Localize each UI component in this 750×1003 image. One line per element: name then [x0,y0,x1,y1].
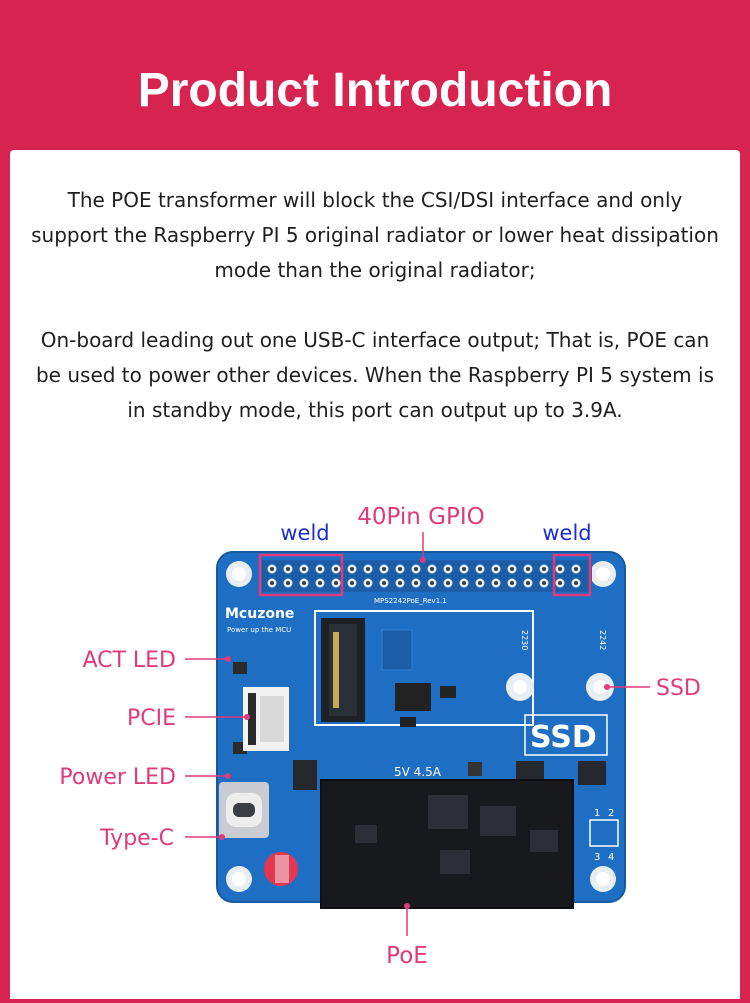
gpio-pin-center [398,567,402,571]
gpio-pin-center [558,581,562,585]
page-title: Product Introduction [137,64,613,117]
gpio-pin-center [318,567,322,571]
pcie-connector [243,687,289,751]
gpio-pin-center [382,581,386,585]
gpio-header [262,560,592,592]
gpio-pin-center [462,581,466,585]
gpio-pin-center [398,581,402,585]
gpio-pin-center [574,581,578,585]
callout-weld-left: weld [280,521,329,545]
gpio-pin-center [382,567,386,571]
callout-weld-right: weld [542,521,591,545]
weld-box-right [552,553,592,597]
ssd-size-2230: 2230 [520,630,529,650]
gpio-pin-center [302,567,306,571]
gpio-pin-center [542,581,546,585]
board-tagline: Power up the MCU [227,626,291,634]
gpio-pin-center [478,581,482,585]
gpio-pin-center [510,567,514,571]
gpio-pin-center [286,581,290,585]
gpio-pin-center [334,581,338,585]
gpio-pin-center [366,567,370,571]
callout-type-c: Type-C [99,826,174,851]
board-diagram: Mcuzone Power up the MCU MPS2242PoE_Rev1… [10,490,740,999]
callout-poe: PoE [386,943,428,969]
gpio-pin-center [542,567,546,571]
content-card: The POE transformer will block the CSI/D… [10,150,740,999]
gpio-pin-center [414,567,418,571]
gpio-pin-center [574,567,578,571]
svg-text:2: 2 [608,808,614,819]
gpio-pin-center [302,581,306,585]
callout-ssd: SSD [656,676,701,701]
poe-rating: 5V 4.5A [394,765,442,779]
ssd-slot: 2230 2242 SSD [314,610,614,756]
pin-numbers: 1 2 3 4 [589,808,619,863]
weld-box-left [258,553,344,597]
gpio-pin-center [446,567,450,571]
intro-paragraph-2: On-board leading out one USB-C interface… [35,328,714,422]
intro-paragraph-1: The POE transformer will block the CSI/D… [31,188,719,282]
type-c-port [219,782,269,838]
callout-gpio: 40Pin GPIO [357,504,485,530]
gpio-pin-center [350,567,354,571]
gpio-pin-center [270,581,274,585]
gpio-pin-center [430,567,434,571]
header-banner: Product Introduction [0,0,750,150]
gpio-pin-center [558,567,562,571]
act-led-chip [233,662,247,674]
gpio-pin-center [350,581,354,585]
gpio-pin-center [526,567,530,571]
mounting-holes [226,561,616,892]
gpio-pin-center [478,567,482,571]
gpio-pin-center [318,581,322,585]
gpio-pin-center [494,581,498,585]
svg-text:1: 1 [594,808,600,819]
callout-pcie: PCIE [127,706,176,731]
callout-power-led: Power LED [59,765,176,790]
callout-act-led: ACT LED [82,648,176,673]
callout-lines [185,532,650,936]
board-model: MPS2242PoE_Rev1.1 [374,597,447,605]
gpio-pin-center [526,581,530,585]
gpio-pin-center [430,581,434,585]
gpio-pin-center [446,581,450,585]
gpio-pin-center [334,567,338,571]
capacitor [264,852,298,886]
gpio-pin-center [366,581,370,585]
board-components [293,629,606,790]
gpio-pin-center [462,567,466,571]
gpio-pin-center [286,567,290,571]
gpio-pin-center [414,581,418,585]
gpio-pin-center [494,567,498,571]
svg-text:4: 4 [608,852,614,863]
svg-text:3: 3 [594,852,600,863]
gpio-pin-center [510,581,514,585]
board-brand: Mcuzone [225,606,294,622]
ssd-size-2242: 2242 [598,630,607,650]
poe-module: 5V 4.5A [320,765,574,909]
gpio-pin-center [270,567,274,571]
ssd-board-mark: SSD [530,720,597,755]
